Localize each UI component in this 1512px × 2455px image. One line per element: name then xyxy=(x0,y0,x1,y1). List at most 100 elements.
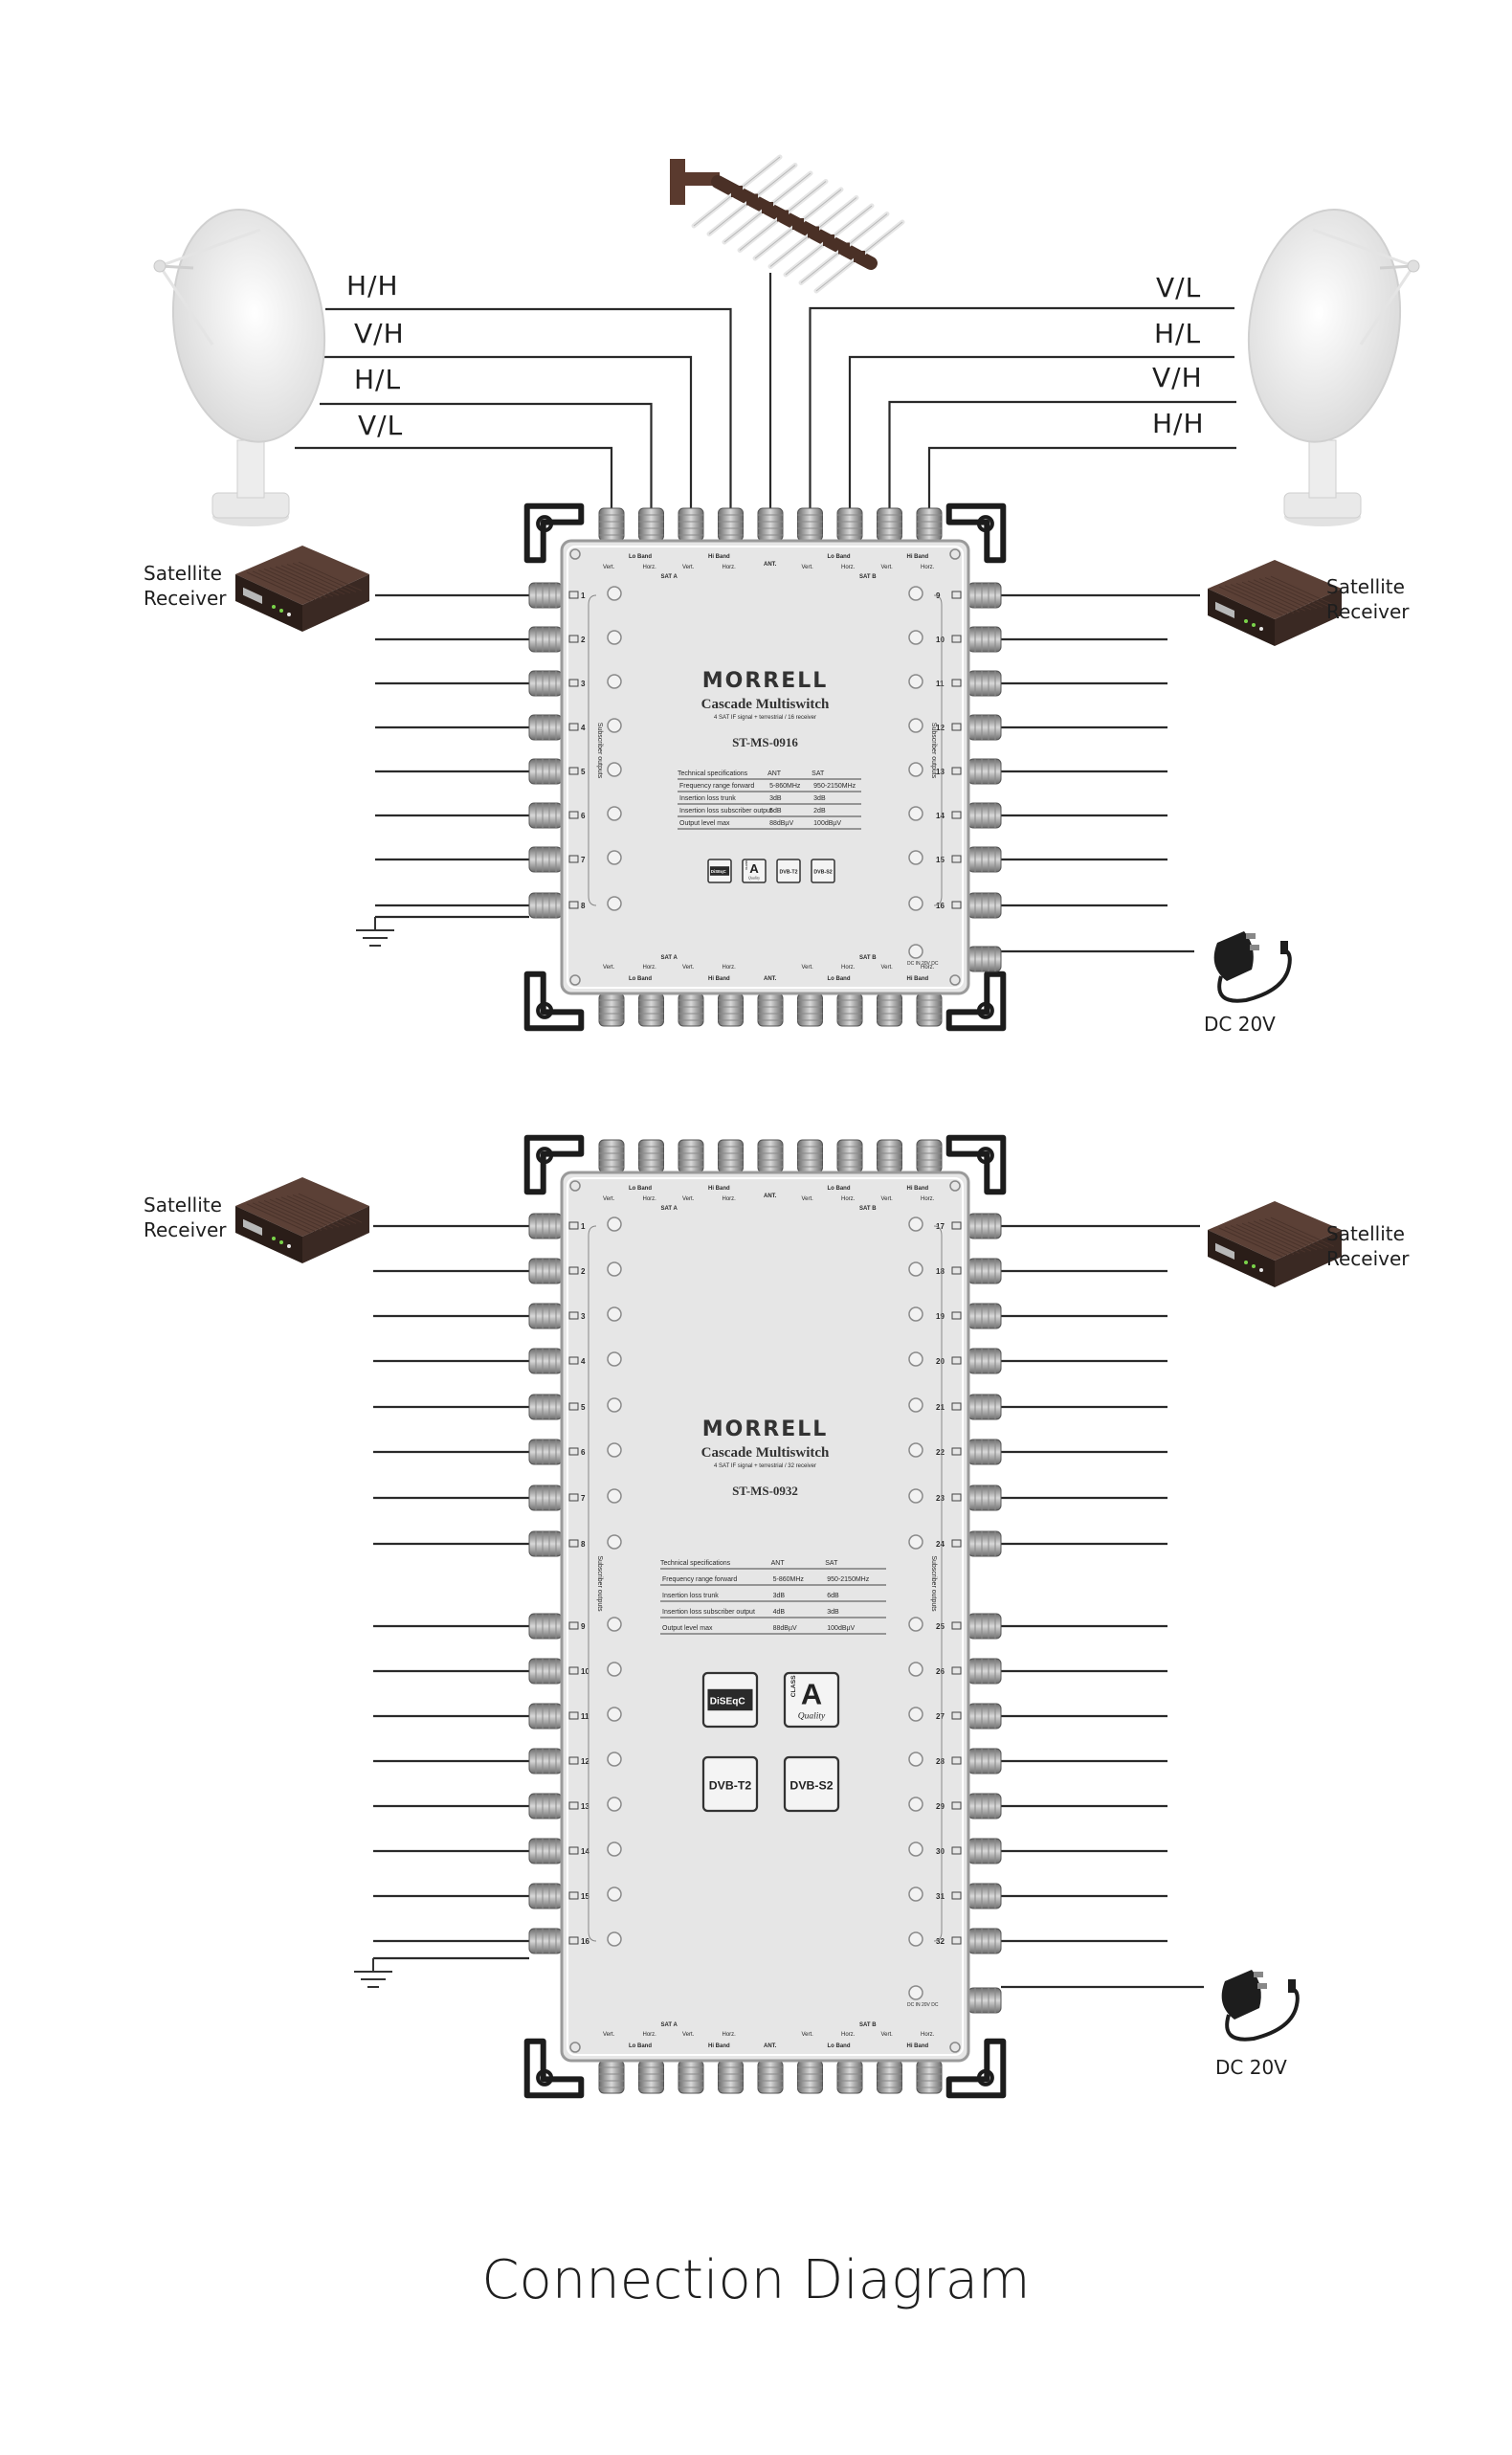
output-number: 1 xyxy=(581,591,586,600)
output-number: 25 xyxy=(936,1622,945,1631)
output-number: 31 xyxy=(936,1892,945,1901)
subscriber-port xyxy=(967,802,1002,829)
output-number: 7 xyxy=(581,856,586,864)
port-icon xyxy=(568,1447,579,1456)
port-label-hi-band: Hi Band xyxy=(708,1186,730,1192)
spec-cell: Frequency range forward xyxy=(662,1576,737,1583)
port-icon xyxy=(568,1266,579,1275)
port-icon xyxy=(568,591,579,599)
output-number: 3 xyxy=(581,1312,586,1321)
receiver-label-1: Satellite Receiver xyxy=(144,562,227,610)
port-icon xyxy=(568,855,579,863)
port-icon xyxy=(951,1666,962,1675)
output-number: 14 xyxy=(936,812,945,820)
output-number: 11 xyxy=(936,680,945,688)
trunk-output-port xyxy=(718,993,744,1027)
port-icon xyxy=(951,855,962,863)
spec-cell: 100dBµV xyxy=(827,1625,855,1632)
power-adapter xyxy=(1221,1970,1300,2042)
output-number: 13 xyxy=(581,1802,589,1811)
cable-input xyxy=(848,355,1234,512)
badge-text: A xyxy=(801,1677,822,1710)
mount-bracket xyxy=(523,971,585,1032)
port-icon xyxy=(568,1846,579,1855)
port-label-pol: Horz. xyxy=(723,565,737,570)
subscriber-port xyxy=(528,1258,563,1284)
spec-cell: Output level max xyxy=(679,820,730,827)
port-icon xyxy=(568,679,579,687)
subscriber-port xyxy=(528,1613,563,1640)
subscriber-port xyxy=(528,1748,563,1774)
dc-led xyxy=(908,944,923,959)
spec-cell: 950-2150MHz xyxy=(813,783,856,790)
port-label-pol: Vert. xyxy=(682,565,695,570)
output-number: 9 xyxy=(936,591,941,600)
port-label-lo-band: Lo Band xyxy=(828,2043,851,2049)
port-icon xyxy=(951,1402,962,1411)
status-led xyxy=(908,806,923,821)
subscriber-port xyxy=(967,1348,1002,1374)
input-port xyxy=(638,1139,664,1173)
trunk-output-port xyxy=(916,2060,943,2094)
output-number: 21 xyxy=(936,1403,945,1412)
port-label-hi-band: Hi Band xyxy=(907,976,929,982)
port-label-pol: Horz. xyxy=(643,565,657,570)
trunk-output-port xyxy=(877,2060,902,2094)
port-icon xyxy=(951,1311,962,1320)
output-number: 16 xyxy=(581,1937,589,1946)
port-icon xyxy=(951,1846,962,1855)
dc-port xyxy=(967,946,1002,972)
port-label-pol: Horz. xyxy=(921,1196,935,1202)
subscriber-port xyxy=(967,1883,1002,1909)
subscriber-outputs-label: Subscriber outputs xyxy=(930,1555,937,1612)
status-led xyxy=(908,896,923,911)
subscriber-port xyxy=(528,846,563,873)
spec-header: SAT xyxy=(812,770,825,777)
subscriber-port xyxy=(967,846,1002,873)
subscriber-port xyxy=(967,1484,1002,1511)
dc-label-1: DC 20V xyxy=(1204,1013,1276,1036)
input-port xyxy=(718,507,744,542)
brand-logo: MORRELL xyxy=(702,1417,829,1441)
port-label-lo-band: Lo Band xyxy=(828,1186,851,1192)
badge-text: CLASS xyxy=(790,1675,797,1697)
mount-bracket xyxy=(523,1134,585,1195)
input-port xyxy=(836,1139,863,1173)
status-led xyxy=(607,1534,622,1550)
brand-logo: MORRELL xyxy=(702,669,829,693)
status-led xyxy=(607,850,622,865)
port-label-pol: Vert. xyxy=(603,565,615,570)
port-label-lo-band: Lo Band xyxy=(828,554,851,560)
trunk-output-port xyxy=(638,993,664,1027)
status-led xyxy=(607,1752,622,1767)
port-label-pol: Horz. xyxy=(723,1196,737,1202)
status-led xyxy=(908,1216,923,1232)
satellite-dish-left xyxy=(153,208,326,526)
subscriber-port xyxy=(528,1394,563,1420)
spec-cell: 5dB xyxy=(769,808,782,815)
spec-cell: Insertion loss subscriber output xyxy=(679,808,772,815)
subscriber-port xyxy=(528,1883,563,1909)
subscriber-port xyxy=(967,1658,1002,1685)
port-label-pol: Horz. xyxy=(841,1196,856,1202)
dc-in-label: DC IN 20V DC xyxy=(907,2002,939,2008)
output-number: 2 xyxy=(581,1267,586,1276)
badge-text: DiSEqC xyxy=(711,869,726,874)
product-name: Cascade Multiswitch xyxy=(701,697,830,712)
output-number: 15 xyxy=(936,856,945,864)
port-label-pol: Horz. xyxy=(841,965,856,971)
spec-cell: 6dB xyxy=(827,1593,839,1599)
subscriber-port xyxy=(967,626,1002,653)
badge-text: DVB-T2 xyxy=(709,1779,752,1793)
port-icon xyxy=(568,1936,579,1945)
diagram-caption: Connection Diagram xyxy=(481,2249,1031,2311)
model-number: ST-MS-0916 xyxy=(732,735,798,749)
trunk-output-port xyxy=(678,993,704,1027)
status-led xyxy=(908,1752,923,1767)
subscriber-port xyxy=(528,1348,563,1374)
spec-cell: 5-860MHz xyxy=(773,1576,805,1583)
status-led xyxy=(607,896,622,911)
